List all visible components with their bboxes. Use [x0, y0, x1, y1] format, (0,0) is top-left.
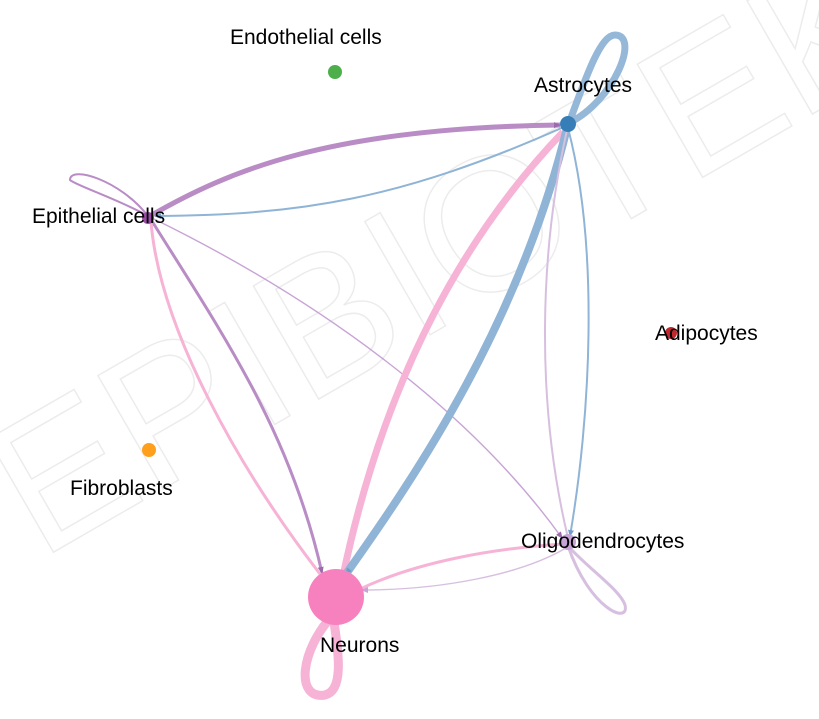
node-astrocytes[interactable]	[560, 116, 576, 132]
node-oligodendrocytes[interactable]	[560, 534, 576, 550]
edge-neurons-self	[300, 611, 343, 700]
edge-neurons-astrocytes	[339, 129, 566, 577]
edge-neurons-oligodendrocytes	[357, 542, 564, 592]
edge-astrocytes-self	[565, 31, 629, 127]
edge-layer	[68, 31, 629, 700]
label-fibroblasts: Fibroblasts	[70, 477, 173, 500]
label-layer: Endothelial cells Astrocytes Epithelial …	[32, 26, 758, 657]
label-endothelial-cells: Endothelial cells	[230, 26, 382, 49]
edge-epithelial-astrocytes	[148, 122, 561, 219]
node-epithelial-cells[interactable]	[142, 212, 154, 224]
label-astrocytes: Astrocytes	[534, 74, 632, 97]
label-adipocytes: Adipocytes	[655, 322, 758, 345]
node-neurons[interactable]	[308, 569, 364, 625]
edge-astrocytes-epithelial	[154, 125, 567, 219]
edge-epithelial-self	[68, 173, 149, 217]
watermark-text: EPIBIOTEK	[0, 0, 819, 596]
edge-astrocytes-neurons	[342, 127, 571, 577]
label-neurons: Neurons	[320, 634, 399, 657]
node-endothelial-cells[interactable]	[328, 65, 342, 79]
edge-neurons-epithelial	[149, 221, 322, 575]
label-oligodendrocytes: Oligodendrocytes	[521, 530, 684, 553]
edge-epithelial-neurons	[148, 217, 324, 574]
node-layer	[142, 65, 677, 625]
edge-oligodendrocytes-astrocytes	[543, 129, 569, 539]
edge-oligodendrocytes-neurons	[361, 547, 567, 593]
edge-oligodendrocytes-self	[566, 544, 627, 615]
node-adipocytes[interactable]	[665, 327, 677, 339]
label-epithelial-cells: Epithelial cells	[32, 205, 165, 228]
edge-epithelial-oligodendrocytes	[151, 217, 563, 539]
edge-astrocytes-oligodendrocytes	[567, 127, 590, 537]
node-fibroblasts[interactable]	[142, 443, 156, 457]
